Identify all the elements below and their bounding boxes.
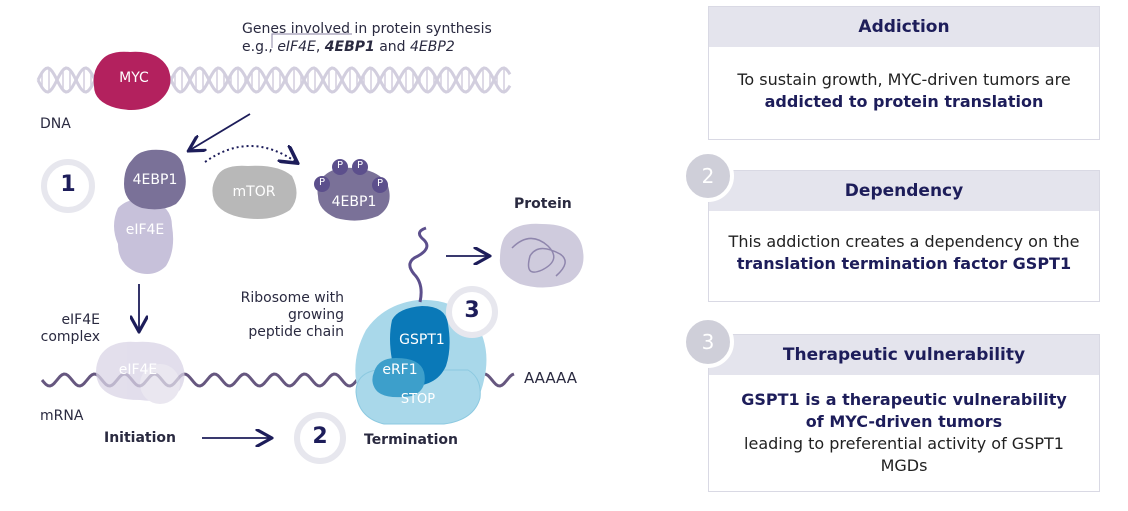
step1-number: 1 bbox=[60, 172, 76, 197]
step2-number: 2 bbox=[312, 424, 328, 449]
ebp1-shape bbox=[124, 149, 186, 210]
phospho-groups bbox=[314, 159, 388, 193]
panel-vulnerability-title: Therapeutic vulnerability bbox=[709, 335, 1099, 375]
panel-dependency-body: This addiction creates a dependency on t… bbox=[728, 232, 1080, 273]
badge-3: 3 bbox=[682, 316, 734, 368]
step3-number: 3 bbox=[464, 298, 480, 323]
p-label-3: P bbox=[356, 160, 364, 171]
myc-shape bbox=[93, 51, 171, 110]
genes-label: Genes involved in protein synthesis e.g.… bbox=[242, 21, 492, 55]
ebp1-label: 4EBP1 bbox=[132, 172, 178, 188]
protein-shape bbox=[499, 223, 584, 288]
dotted-arrow bbox=[204, 146, 296, 162]
eif4e-complex bbox=[96, 341, 185, 404]
panel-addiction-title: Addiction bbox=[709, 7, 1099, 47]
ebp1-phospho-shape bbox=[317, 167, 390, 221]
peptide-chain bbox=[408, 226, 429, 303]
ebp1-phospho-label: 4EBP1 bbox=[331, 194, 377, 210]
eif4e-complex-label: eIF4E complex bbox=[40, 312, 100, 345]
initiation-label: Initiation bbox=[104, 430, 176, 446]
gspt1-label: GSPT1 bbox=[399, 332, 445, 348]
stop-label: STOP bbox=[400, 392, 436, 407]
gene-bracket bbox=[271, 33, 352, 48]
panel-vulnerability: Therapeutic vulnerability GSPT1 is a the… bbox=[708, 334, 1100, 492]
eif4e-label: eIF4E bbox=[125, 222, 165, 238]
erf1-label: eRF1 bbox=[382, 362, 418, 378]
mtor-label: mTOR bbox=[232, 184, 276, 200]
panel-addiction-body: To sustain growth, MYC-driven tumors are… bbox=[737, 70, 1071, 111]
step3-circle bbox=[446, 286, 498, 338]
panel-dependency-title: Dependency bbox=[709, 171, 1099, 211]
eif4e-mrna-label: eIF4E bbox=[118, 362, 158, 378]
polya-label: AAAAA bbox=[524, 369, 577, 387]
pathway-diagram bbox=[36, 33, 584, 464]
myc-label: MYC bbox=[119, 70, 149, 86]
step1-circle bbox=[41, 159, 95, 213]
mtor-shape bbox=[212, 165, 297, 219]
step2-circle bbox=[294, 412, 346, 464]
eif4e-shape bbox=[114, 199, 174, 274]
p-label-2: P bbox=[336, 160, 344, 171]
termination-label: Termination bbox=[364, 432, 458, 448]
ribosome-label: Ribosome with growing peptide chain bbox=[240, 290, 344, 340]
panel-dependency: Dependency This addiction creates a depe… bbox=[708, 170, 1100, 302]
arrow-dna-to-ebp1 bbox=[190, 113, 251, 150]
badge-2: 2 bbox=[682, 150, 734, 202]
panel-addiction: Addiction To sustain growth, MYC-driven … bbox=[708, 6, 1100, 140]
mrna-label: mRNA bbox=[40, 408, 84, 424]
p-label-4: P bbox=[376, 178, 384, 189]
panel-vulnerability-body: GSPT1 is a therapeutic vulnerability of … bbox=[741, 390, 1067, 475]
p-label-1: P bbox=[318, 177, 326, 188]
dna-label: DNA bbox=[40, 116, 71, 132]
protein-label: Protein bbox=[514, 196, 572, 212]
